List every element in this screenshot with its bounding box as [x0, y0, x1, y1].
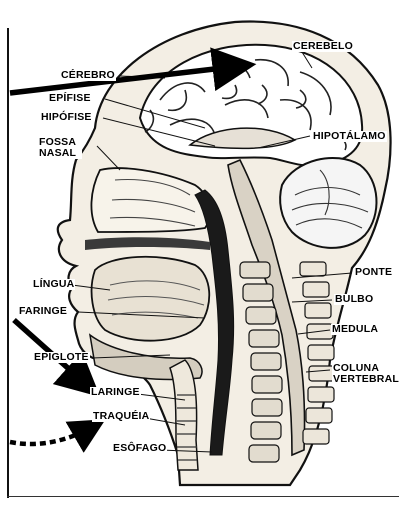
label-laringe: LARINGE [90, 387, 141, 398]
label-cerebelo: CEREBELO [292, 41, 354, 52]
label-hipotalamo: HIPOTÁLAMO [312, 131, 387, 142]
label-coluna-vertebral: COLUNA VERTEBRAL [332, 363, 398, 385]
label-lingua: LÍNGUA [32, 279, 75, 290]
label-hipofise: HIPÓFISE [40, 112, 93, 123]
label-epiglote: EPIGLOTE [33, 352, 90, 363]
label-epifise: EPÍFISE [48, 93, 92, 104]
label-bulbo: BULBO [334, 294, 374, 305]
tongue [92, 257, 210, 341]
label-traqueia: TRAQUÉIA [92, 411, 150, 422]
label-esofago: ESÔFAGO [112, 443, 167, 454]
label-ponte: PONTE [354, 267, 393, 278]
label-fossa-nasal: FOSSA NASAL [38, 137, 82, 159]
label-cerebro: CÉREBRO [60, 70, 116, 81]
label-medula: MEDULA [331, 324, 379, 335]
label-faringe: FARINGE [18, 306, 68, 317]
dotted-arrow-to-trachea [10, 426, 94, 444]
